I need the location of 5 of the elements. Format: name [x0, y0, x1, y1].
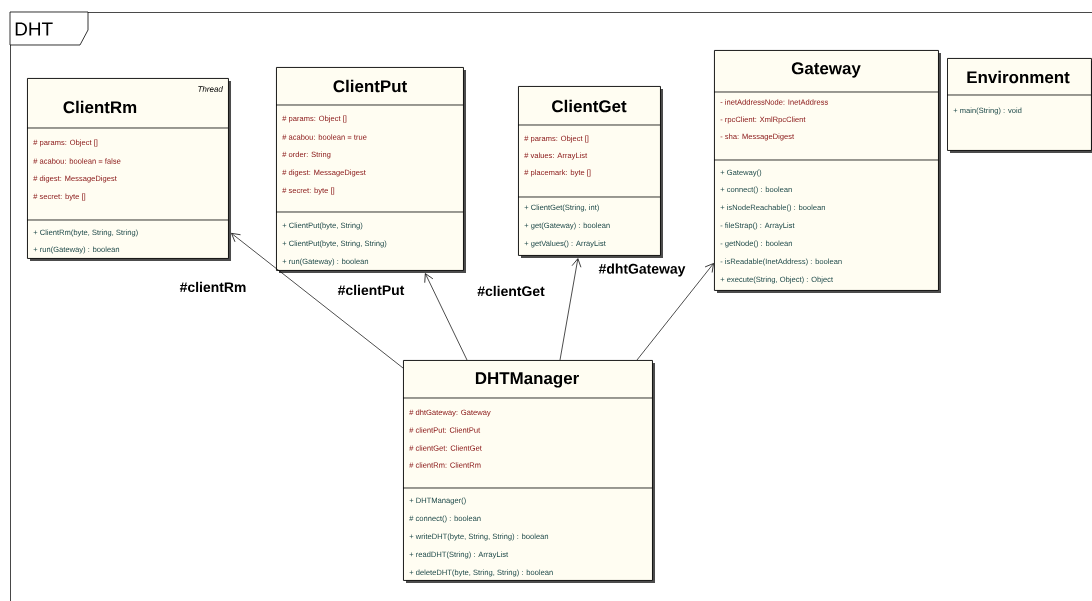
arrow	[559, 258, 582, 361]
arrow	[424, 273, 468, 361]
edge-label: #dhtGateway	[597, 262, 687, 278]
arrow	[636, 263, 714, 361]
arrow	[231, 233, 404, 369]
